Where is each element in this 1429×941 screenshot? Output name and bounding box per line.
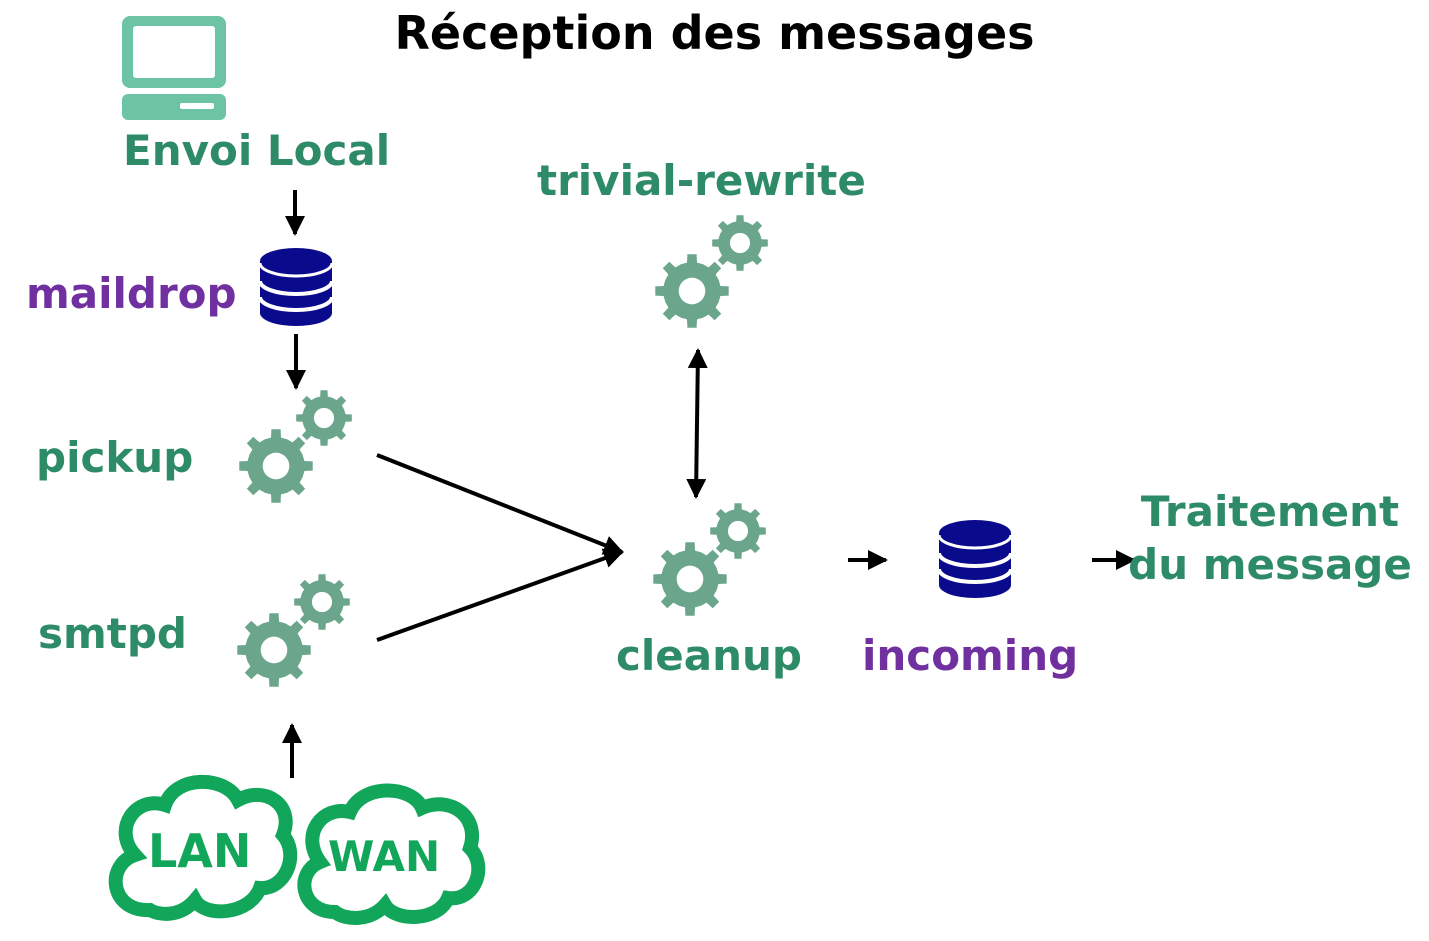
page-title: Réception des messages [394,6,1035,60]
cloud-wan-label: WAN [328,832,441,881]
computer-icon [122,16,226,120]
arrow-cleanup-rewrite [686,348,708,499]
gears-icon [239,390,352,503]
node-cleanup: cleanup [616,631,802,680]
database-icon [937,520,1013,598]
gears-icon [237,574,350,687]
node-traitement: Traitement du message [1128,487,1412,589]
arrow-pickup-cleanup [376,453,624,555]
node-envoi-local: Envoi Local [123,126,391,175]
node-trivial-rewrite: trivial-rewrite [537,156,866,205]
database-icon [258,248,334,326]
gears-icon [653,503,766,616]
node-smtpd: smtpd [38,609,187,658]
gears-icon [655,215,768,328]
cloud-lan-label: LAN [148,824,252,878]
node-pickup: pickup [36,433,194,482]
flow-arrows [282,190,1136,778]
queue-maildrop: maildrop [26,269,237,318]
cloud-icon [108,774,298,921]
cloud-icon [297,783,486,925]
queue-incoming: incoming [862,631,1079,680]
arrow-smtpd-cleanup [376,548,624,642]
